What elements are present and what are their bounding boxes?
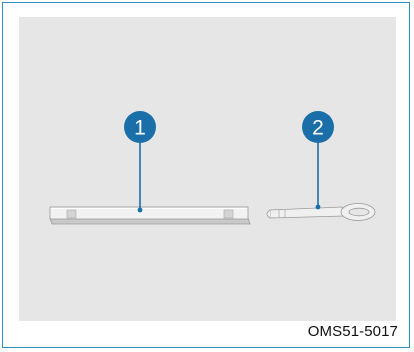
callout-2: 2 <box>302 111 334 210</box>
eye-hook-tool <box>266 203 376 221</box>
callout-1: 1 <box>124 111 156 213</box>
image-code-label: OMS51-5017 <box>307 323 398 340</box>
illustration-panel <box>19 17 396 321</box>
callout-2-number: 2 <box>312 117 324 140</box>
bar-tool <box>49 206 251 225</box>
callout-1-number: 1 <box>134 117 146 140</box>
